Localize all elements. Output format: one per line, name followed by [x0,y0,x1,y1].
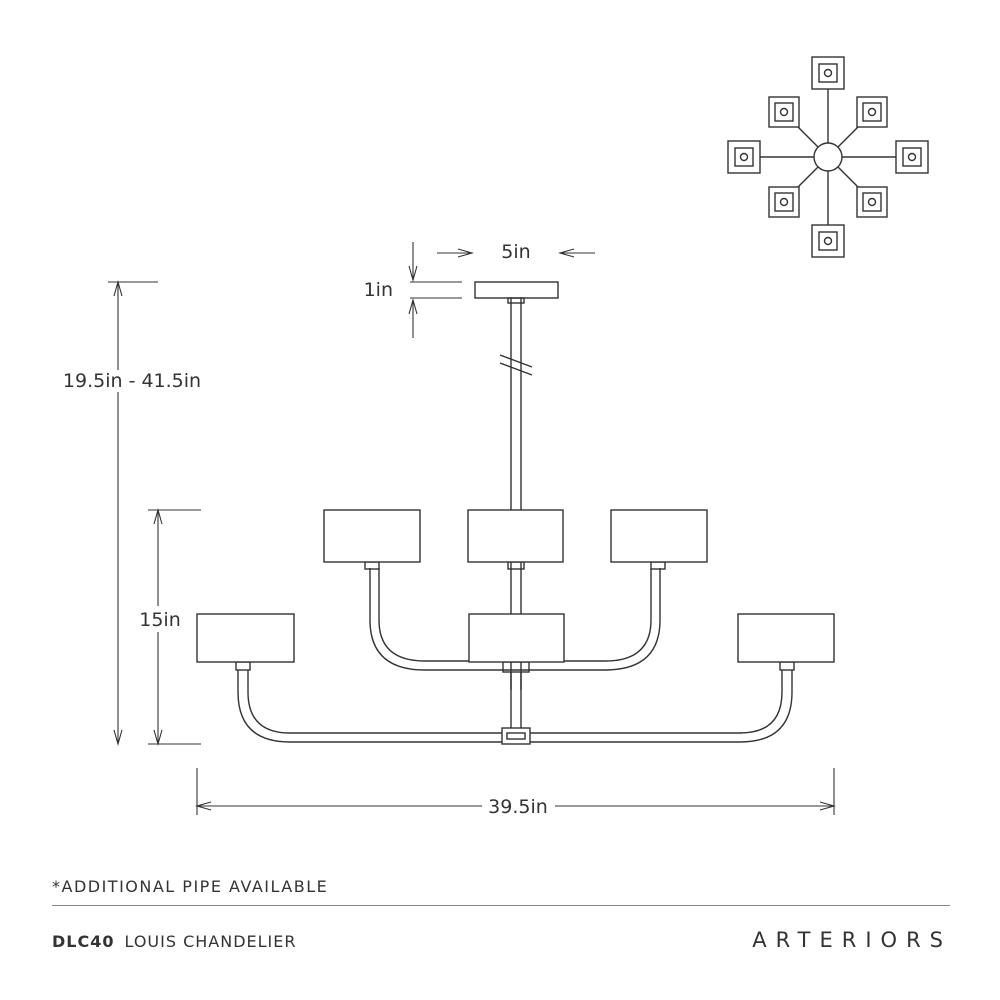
front-view [196,281,835,745]
dim-canopy-width: 5in [501,241,530,263]
additional-pipe-note: *ADDITIONAL PIPE AVAILABLE [52,877,329,896]
front-view-shades [196,509,835,663]
top-view-shades [727,56,929,258]
product-code: DLC40 [52,932,115,951]
canopy [474,281,559,299]
product-title: DLC40 LOUIS CHANDELIER [52,932,297,951]
footer-divider [52,905,950,906]
dim-overall-width: 39.5in [488,796,548,818]
dim-overall-height: 19.5in - 41.5in [63,370,201,392]
brand-logo: ARTERIORS [752,928,952,952]
dimension-lines [108,242,837,815]
dim-canopy-height: 1in [364,279,393,301]
product-name: LOUIS CHANDELIER [124,932,297,951]
dim-body-height: 15in [139,609,181,631]
top-view [727,56,929,258]
